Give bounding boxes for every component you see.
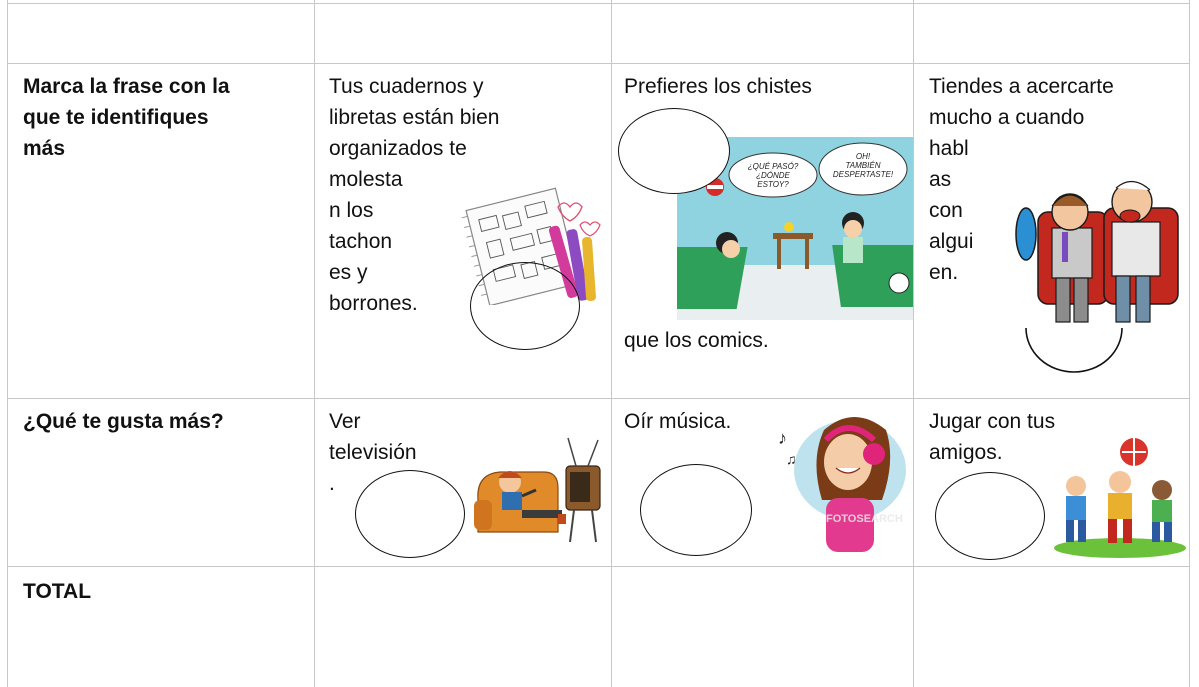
row2-label: ¿Qué te gusta más? [23, 410, 224, 433]
balloon-text: ¿QUÉ PASÓ? [748, 162, 799, 171]
kids-playing-icon [1054, 438, 1186, 558]
balloon-text: TAMBIÉN [846, 161, 881, 170]
text-line: borrones. [329, 292, 418, 315]
answer-circle[interactable] [618, 108, 730, 194]
grid-line-h1 [7, 63, 1190, 64]
balloon-text: DESPERTASTE! [833, 170, 894, 179]
text-line: Prefieres los chistes [624, 75, 812, 98]
text-line: . [329, 472, 335, 495]
grid-line-v4 [1189, 0, 1190, 687]
text-line: mucho a cuando [929, 106, 1085, 129]
watermark-text: FOTOSEARCH [826, 513, 903, 525]
text-line: Oír música. [624, 410, 732, 433]
music-note-icon: ♫ [786, 451, 797, 467]
total-label: TOTAL [23, 580, 92, 603]
text-line: Tiendes a acercarte [929, 75, 1114, 98]
grid-line-v2 [611, 0, 612, 687]
option-jokes-text-top: Prefieres los chistes [624, 71, 904, 102]
balloon-text: ESTOY? [757, 180, 789, 189]
text-line: libretas están bien [329, 106, 500, 129]
text-line: algui [929, 230, 974, 253]
row1-label: Marca la frase con la que te identifique… [23, 71, 303, 164]
row1-label-line: más [23, 137, 66, 160]
text-line: organizados te [329, 137, 467, 160]
text-line: Ver [329, 410, 361, 433]
option-music-text: Oír música. [624, 406, 784, 437]
option-jokes-text-bottom: que los comics. [624, 325, 904, 356]
grid-line-v1 [314, 0, 315, 687]
comic-panel-icon: ¿QUÉ PASÓ? ¿DÓNDE ESTOY? OH! TAMBIÉN DES… [677, 137, 913, 320]
row1-label-line: Marca la frase con la [23, 75, 230, 98]
option-organized-text: Tus cuadernos y libretas están bien orga… [329, 71, 609, 319]
grid-line-v0 [7, 0, 8, 687]
grid-line-v3 [913, 0, 914, 687]
text-line: Tus cuadernos y [329, 75, 484, 98]
answer-circle[interactable] [935, 472, 1045, 560]
balloon-text: OH! [856, 152, 871, 161]
text-line: con [929, 199, 963, 222]
text-line: tachon [329, 230, 393, 253]
text-line: Jugar con tus [929, 410, 1056, 433]
option-friends-text: Jugar con tus amigos. [929, 406, 1129, 468]
answer-circle[interactable] [355, 470, 465, 558]
text-line: n los [329, 199, 374, 222]
text-line: en. [929, 261, 959, 284]
answer-circle[interactable] [640, 464, 752, 556]
tv-watching-icon [474, 437, 601, 543]
option-close-talk-text: Tiendes a acercarte mucho a cuando habl … [929, 71, 1187, 288]
answer-circle[interactable] [470, 262, 580, 350]
text-line: es y [329, 261, 368, 284]
text-line: amigos. [929, 441, 1003, 464]
grid-line-h2 [7, 398, 1190, 399]
girl-headphones-icon: ♪ ♫ FOTOSEARCH [778, 417, 906, 552]
text-line: televisión [329, 441, 417, 464]
grid-line-h3 [7, 566, 1190, 567]
text-line: habl [929, 137, 969, 160]
two-men-talking-icon [1015, 180, 1179, 323]
text-line: que los comics. [624, 329, 769, 352]
music-note-icon: ♪ [778, 428, 787, 448]
answer-circle-partial[interactable] [1022, 320, 1126, 382]
row1-label-line: que te identifiques [23, 106, 209, 129]
grid-line-h0 [7, 3, 1190, 4]
text-line: as [929, 168, 952, 191]
text-line: molesta [329, 168, 403, 191]
option-tv-text: Ver televisión . [329, 406, 469, 499]
balloon-text: ¿DÓNDE [756, 171, 790, 180]
